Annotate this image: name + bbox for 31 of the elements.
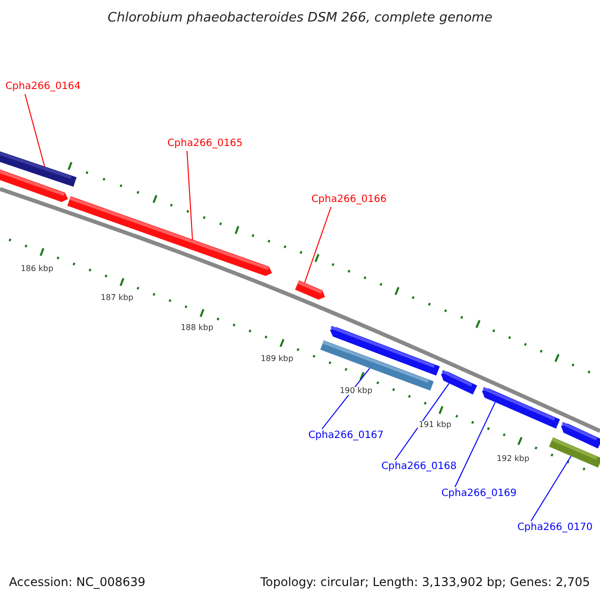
gene-feature (482, 386, 560, 429)
leader-line (304, 206, 332, 284)
gene-feature (441, 370, 478, 395)
scale-label: 187 kbp (100, 294, 134, 302)
leader-line (24, 94, 46, 167)
leader-line (394, 382, 450, 460)
gene-feature (0, 168, 68, 202)
gene-feature (67, 196, 272, 276)
scale-label: 188 kbp (180, 324, 214, 332)
scale-label: 186 kbp (20, 265, 54, 273)
gene-label: Cpha266_0164 (5, 82, 81, 92)
gene-feature (561, 422, 600, 449)
leader-line (454, 402, 496, 488)
gene-label: Cpha266_0167 (308, 431, 384, 441)
gene-label: Cpha266_0166 (311, 195, 387, 205)
gene-label: Cpha266_0170 (517, 523, 593, 533)
gene-segment (549, 437, 600, 468)
gene-label: Cpha266_0165 (167, 139, 243, 149)
gene-label: Cpha266_0169 (441, 489, 517, 499)
leader-line (530, 456, 572, 522)
leader-line (186, 150, 193, 240)
scale-label: 189 kbp (260, 355, 294, 363)
footer-text: Accession: NC_008639 (9, 576, 146, 588)
gene-feature (295, 280, 325, 300)
footer-text: Topology: circular; Length: 3,133,902 bp; Genes: 2,705 (260, 576, 590, 588)
leader-line (322, 368, 370, 430)
scale-label: 190 kbp (338, 387, 374, 395)
scale-label: 191 kbp (418, 421, 452, 429)
gene-label: Cpha266_0168 (381, 462, 457, 472)
scale-label: 192 kbp (496, 455, 530, 463)
title: Chlorobium phaeobacteroides DSM 266, complete genome (108, 12, 492, 24)
